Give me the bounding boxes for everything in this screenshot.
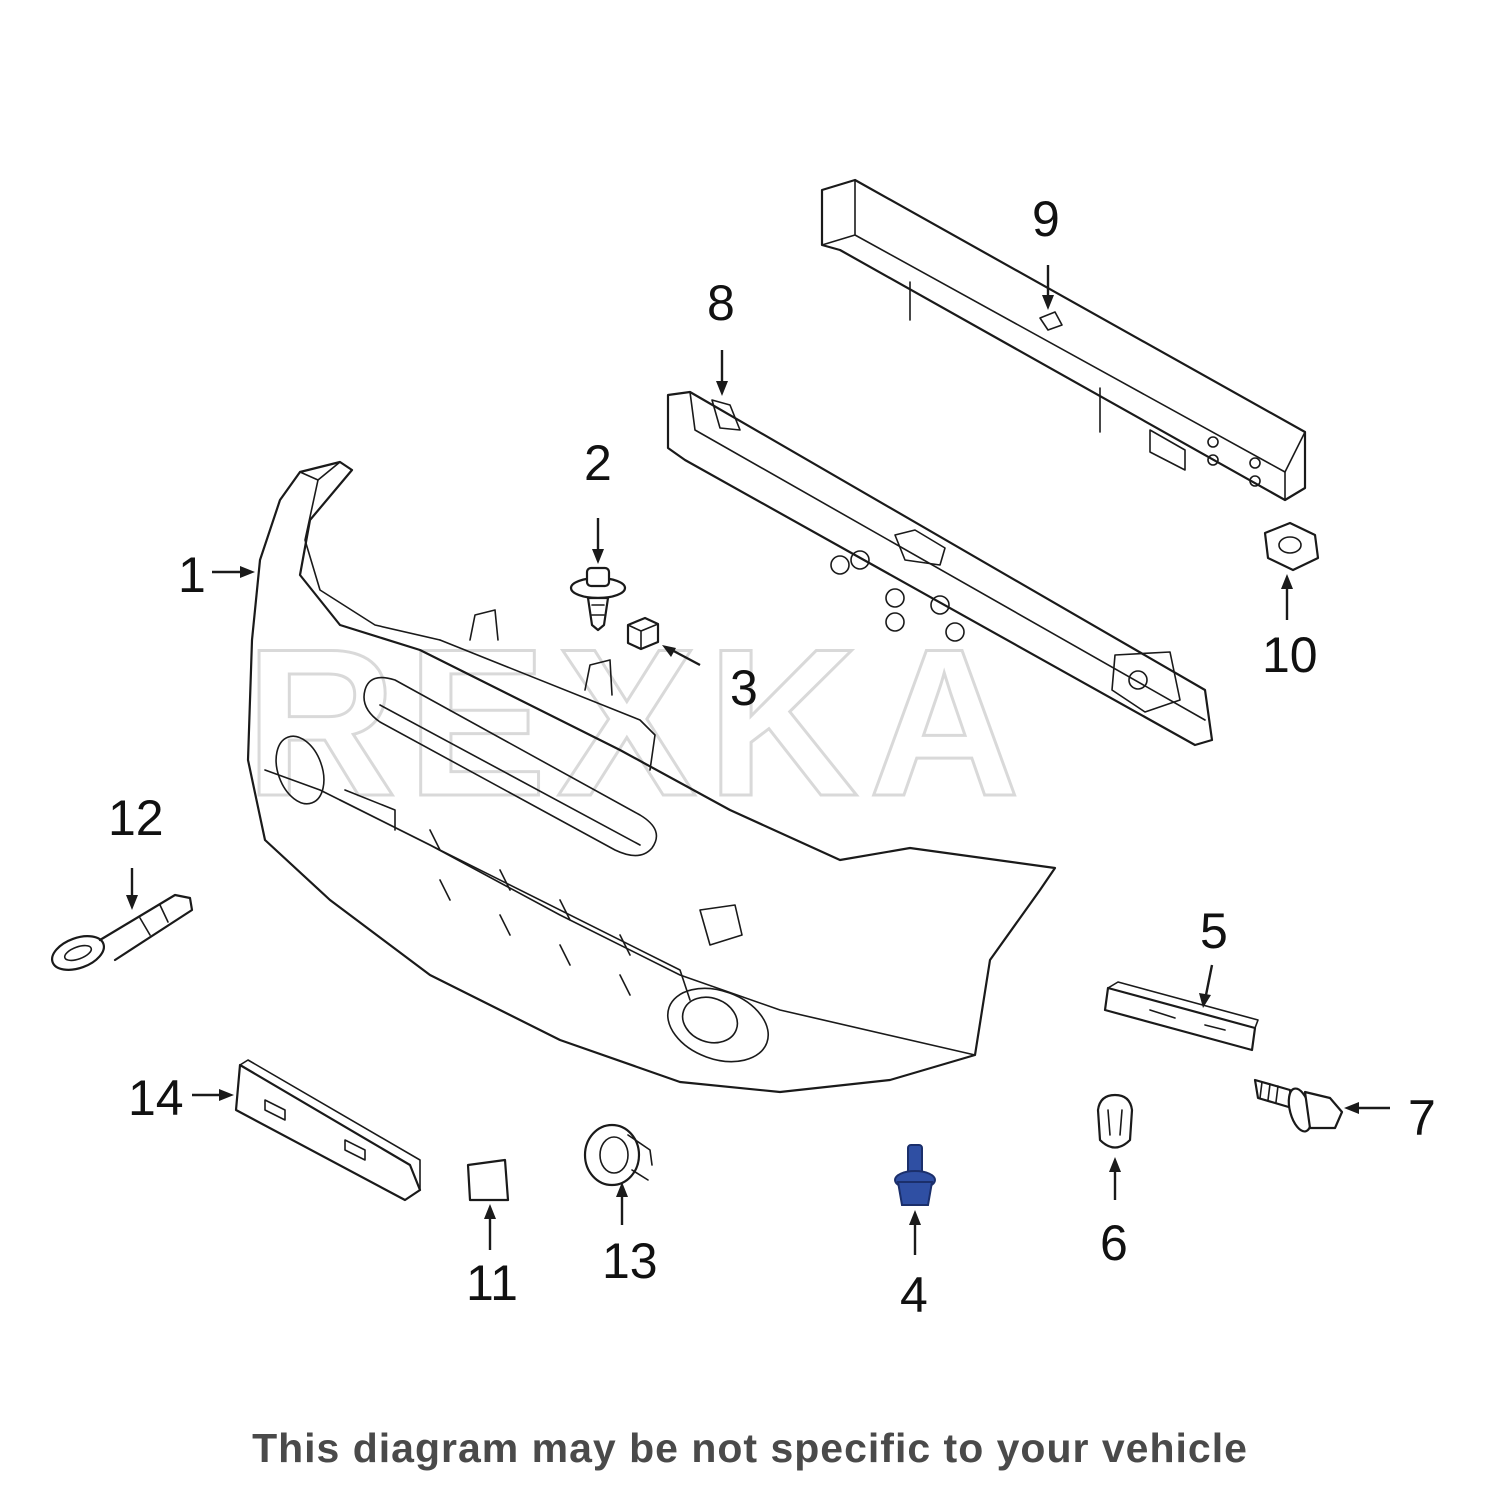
callout-6: 6	[1100, 1215, 1128, 1271]
callout-1: 1	[178, 547, 206, 603]
callout-7: 7	[1408, 1090, 1436, 1146]
push-retainer-clip-drawing	[569, 566, 627, 632]
callouts: 1 2 3 4 5 6 7 8 9 10	[108, 191, 1436, 1323]
callout-9: 9	[1032, 191, 1060, 247]
callout-8: 8	[707, 275, 735, 331]
callout-4: 4	[900, 1267, 928, 1323]
callout-12: 12	[108, 790, 164, 846]
callout-5: 5	[1200, 903, 1228, 959]
callout-13: 13	[602, 1233, 658, 1289]
disclaimer-text: This diagram may be not specific to your…	[252, 1425, 1248, 1471]
nut-drawing	[1263, 521, 1320, 572]
clip-nut-drawing	[626, 616, 660, 651]
tow-hook-cover-drawing	[466, 1158, 510, 1202]
callout-2: 2	[584, 435, 612, 491]
tow-hook-drawing	[51, 893, 194, 971]
sensor-retainer-drawing	[583, 1123, 653, 1187]
side-bracket-drawing	[1103, 981, 1259, 1052]
flange-bolt-drawing	[1253, 1078, 1344, 1133]
spring-clip-drawing	[1096, 1093, 1134, 1149]
reinforcement-beam-drawing	[820, 178, 1307, 502]
bumper-cover-drawing	[246, 460, 1057, 1094]
energy-absorber-drawing	[666, 390, 1214, 747]
bolt-drawing	[894, 1144, 936, 1206]
callout-11: 11	[466, 1255, 518, 1311]
callout-14: 14	[128, 1070, 184, 1126]
callout-3: 3	[730, 660, 758, 716]
license-plate-bracket-drawing	[234, 1059, 422, 1202]
callout-10: 10	[1262, 627, 1318, 683]
